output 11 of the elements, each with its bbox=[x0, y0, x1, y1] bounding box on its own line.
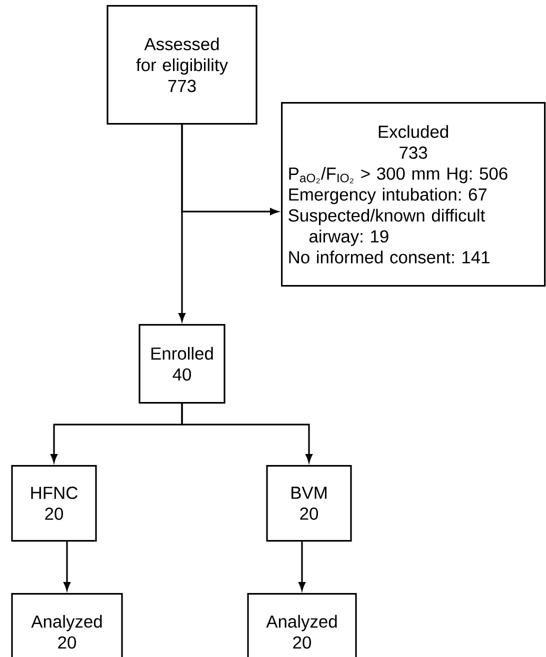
exclusion-box: Excluded 733 P$_{aO₂}$/F$_{IO₂}$ > 300 mm Hg: 506 Emergency intubation: 67 Suspected/known difficult airway: 19 No informed consent: 141 bbox=[281, 102, 546, 287]
process-box: HFNC 20 bbox=[11, 465, 97, 542]
arrow bbox=[181, 404, 312, 462]
arrow bbox=[64, 542, 70, 590]
process-box: Enrolled 40 bbox=[138, 324, 226, 404]
process-box: Analyzed 20 bbox=[247, 593, 357, 657]
arrow bbox=[298, 542, 306, 590]
process-box: Assessed for eligibility 773 bbox=[106, 5, 258, 125]
arrow bbox=[181, 124, 278, 216]
process-box: BVM 20 bbox=[266, 465, 352, 542]
process-box: Analyzed 20 bbox=[11, 593, 123, 657]
